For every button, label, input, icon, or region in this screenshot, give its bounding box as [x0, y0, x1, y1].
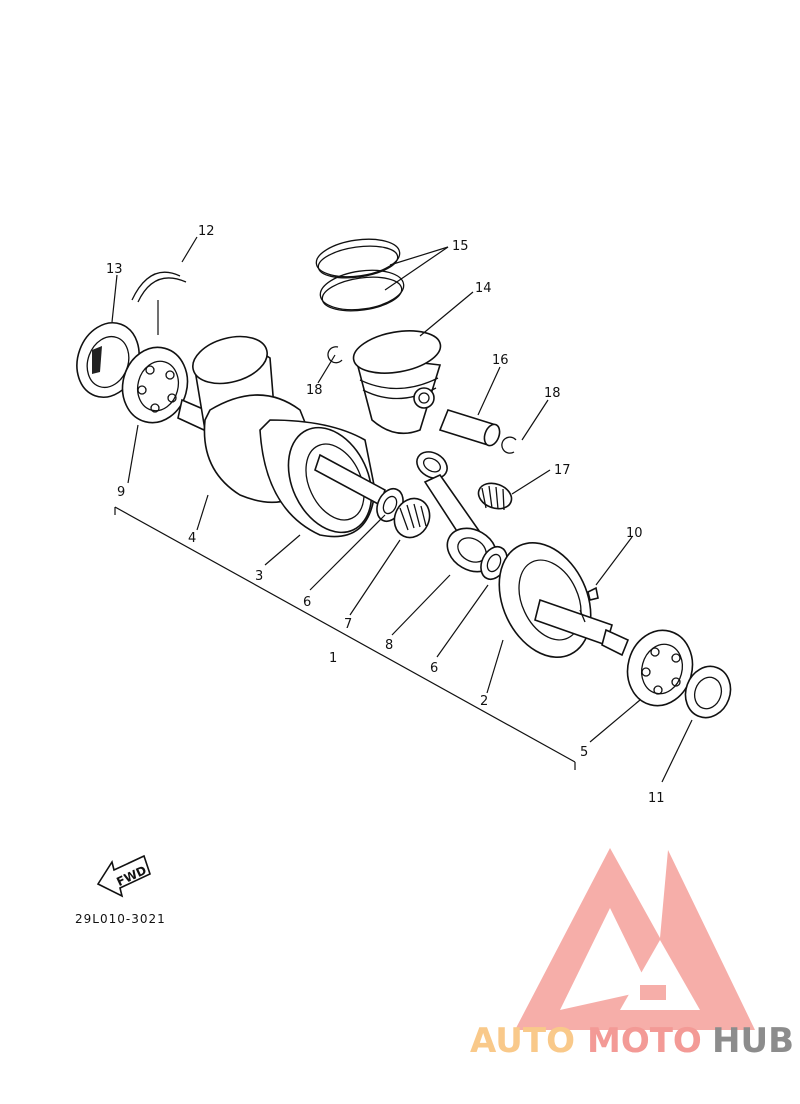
oil-seal-right-part	[684, 665, 732, 719]
automotohub-wordmark: AUTO MOTO HUB	[470, 1021, 794, 1061]
piston-pin-clip-upper	[327, 346, 343, 364]
forward-arrow-icon: FWD	[96, 854, 151, 898]
small-end-bearing-part	[477, 482, 513, 511]
callout-4: 4	[188, 531, 196, 546]
piston-rings-part	[315, 238, 405, 312]
callout-7: 7	[344, 617, 352, 632]
crank-left-part	[177, 335, 386, 538]
wordmark-auto: AUTO	[470, 1021, 575, 1061]
piston-pin-clip-lower	[501, 436, 517, 454]
callout-17: 17	[554, 463, 571, 478]
callout-15: 15	[452, 239, 469, 254]
callout-labels: 12 13 15 14 16 18 18 17 10 9 4 3 6 7 1 8…	[106, 224, 665, 806]
leader-lines	[111, 236, 693, 783]
callout-11: 11	[648, 791, 665, 806]
wordmark-moto: MOTO	[587, 1021, 702, 1061]
callout-8: 8	[385, 638, 393, 653]
callout-18-upper: 18	[306, 383, 323, 398]
retaining-ring-part	[131, 271, 187, 303]
callout-5: 5	[580, 745, 588, 760]
callout-18-lower: 18	[544, 386, 561, 401]
callout-12: 12	[198, 224, 215, 239]
callout-3: 3	[255, 569, 263, 584]
callout-16: 16	[492, 353, 509, 368]
callout-9: 9	[117, 485, 125, 500]
piston-part	[352, 330, 442, 435]
assembly-bracket	[114, 506, 576, 770]
callout-14: 14	[475, 281, 492, 296]
bearing-left-part	[121, 346, 189, 424]
piston-pin-part	[438, 409, 501, 447]
callout-13: 13	[106, 262, 123, 277]
wordmark-hub: HUB	[712, 1021, 794, 1061]
crankpin-bearing-part	[393, 497, 431, 539]
crank-right-part	[498, 541, 630, 659]
woodruff-key-part	[587, 586, 599, 601]
callout-10: 10	[626, 526, 643, 541]
callout-1: 1	[329, 651, 337, 666]
callout-6-right: 6	[430, 661, 438, 676]
callout-2: 2	[480, 694, 488, 709]
callout-6-left: 6	[303, 595, 311, 610]
diagram-code: 29L010-3021	[75, 912, 166, 926]
automotohub-logo	[515, 848, 755, 1030]
